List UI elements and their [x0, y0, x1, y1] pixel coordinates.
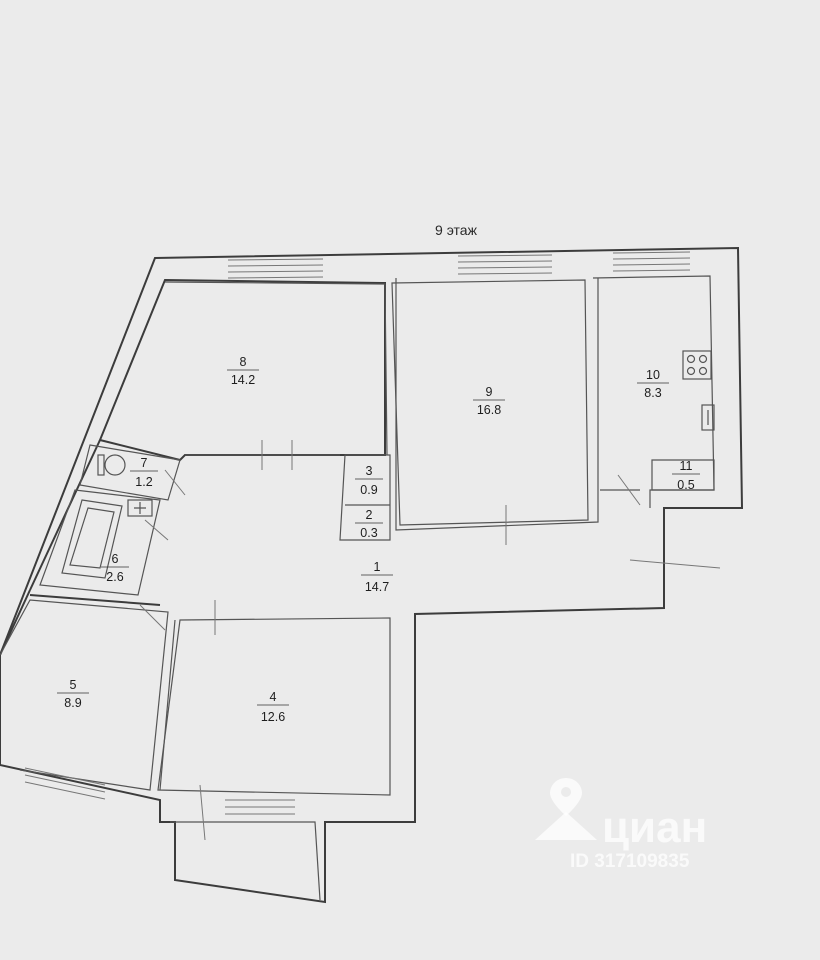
room-4-label: 4 12.6 — [257, 690, 289, 724]
outer-walls — [0, 246, 744, 904]
kitchen-sink-icon — [701, 404, 715, 431]
room-area: 16.8 — [477, 403, 501, 417]
room-area: 12.6 — [261, 710, 285, 724]
watermark-brand: циан — [602, 803, 707, 852]
sink-icon — [127, 499, 153, 517]
room-3-label: 3 0.9 — [355, 464, 383, 497]
room-number: 9 — [486, 385, 493, 399]
room-number: 4 — [270, 690, 277, 704]
cian-watermark: циан ID 317109835 — [535, 778, 707, 872]
room-number: 6 — [112, 552, 119, 566]
room-number: 1 — [374, 560, 381, 574]
room-number: 3 — [366, 464, 373, 478]
room-area: 14.2 — [231, 373, 255, 387]
windows — [24, 251, 691, 815]
room-area: 0.9 — [360, 483, 377, 497]
room-area: 0.3 — [360, 526, 377, 540]
room-5-label: 5 8.9 — [57, 678, 89, 710]
upper-rooms-walls — [164, 275, 715, 531]
room-number: 7 — [141, 456, 148, 470]
room-area: 8.3 — [644, 386, 661, 400]
stove-icon — [682, 350, 712, 380]
room-area: 0.5 — [677, 478, 694, 492]
room-2-label: 2 0.3 — [355, 508, 383, 540]
watermark-listing-id: ID 317109835 — [570, 851, 690, 872]
room-area: 14.7 — [365, 580, 389, 594]
location-pin-icon — [535, 778, 597, 840]
room-number: 2 — [366, 508, 373, 522]
room-area: 8.9 — [64, 696, 81, 710]
room-1-label: 1 14.7 — [361, 560, 393, 594]
room-9-label: 9 16.8 — [473, 385, 505, 417]
room-8-label: 8 14.2 — [227, 355, 259, 387]
room-number: 11 — [680, 459, 693, 473]
room-10-label: 10 8.3 — [637, 368, 669, 400]
room-number: 8 — [240, 355, 247, 369]
room-area: 1.2 — [135, 475, 152, 489]
room-11-label: 11 0.5 — [672, 459, 700, 492]
bathtub-icon — [61, 499, 123, 579]
room-6-label: 6 2.6 — [101, 552, 129, 584]
room-number: 10 — [646, 368, 660, 382]
floor-label: 9 этаж — [435, 222, 478, 238]
doors — [139, 440, 721, 841]
room-area: 2.6 — [106, 570, 123, 584]
room-number: 5 — [70, 678, 77, 692]
toilet-icon — [97, 454, 126, 476]
room-7-label: 7 1.2 — [130, 456, 158, 489]
